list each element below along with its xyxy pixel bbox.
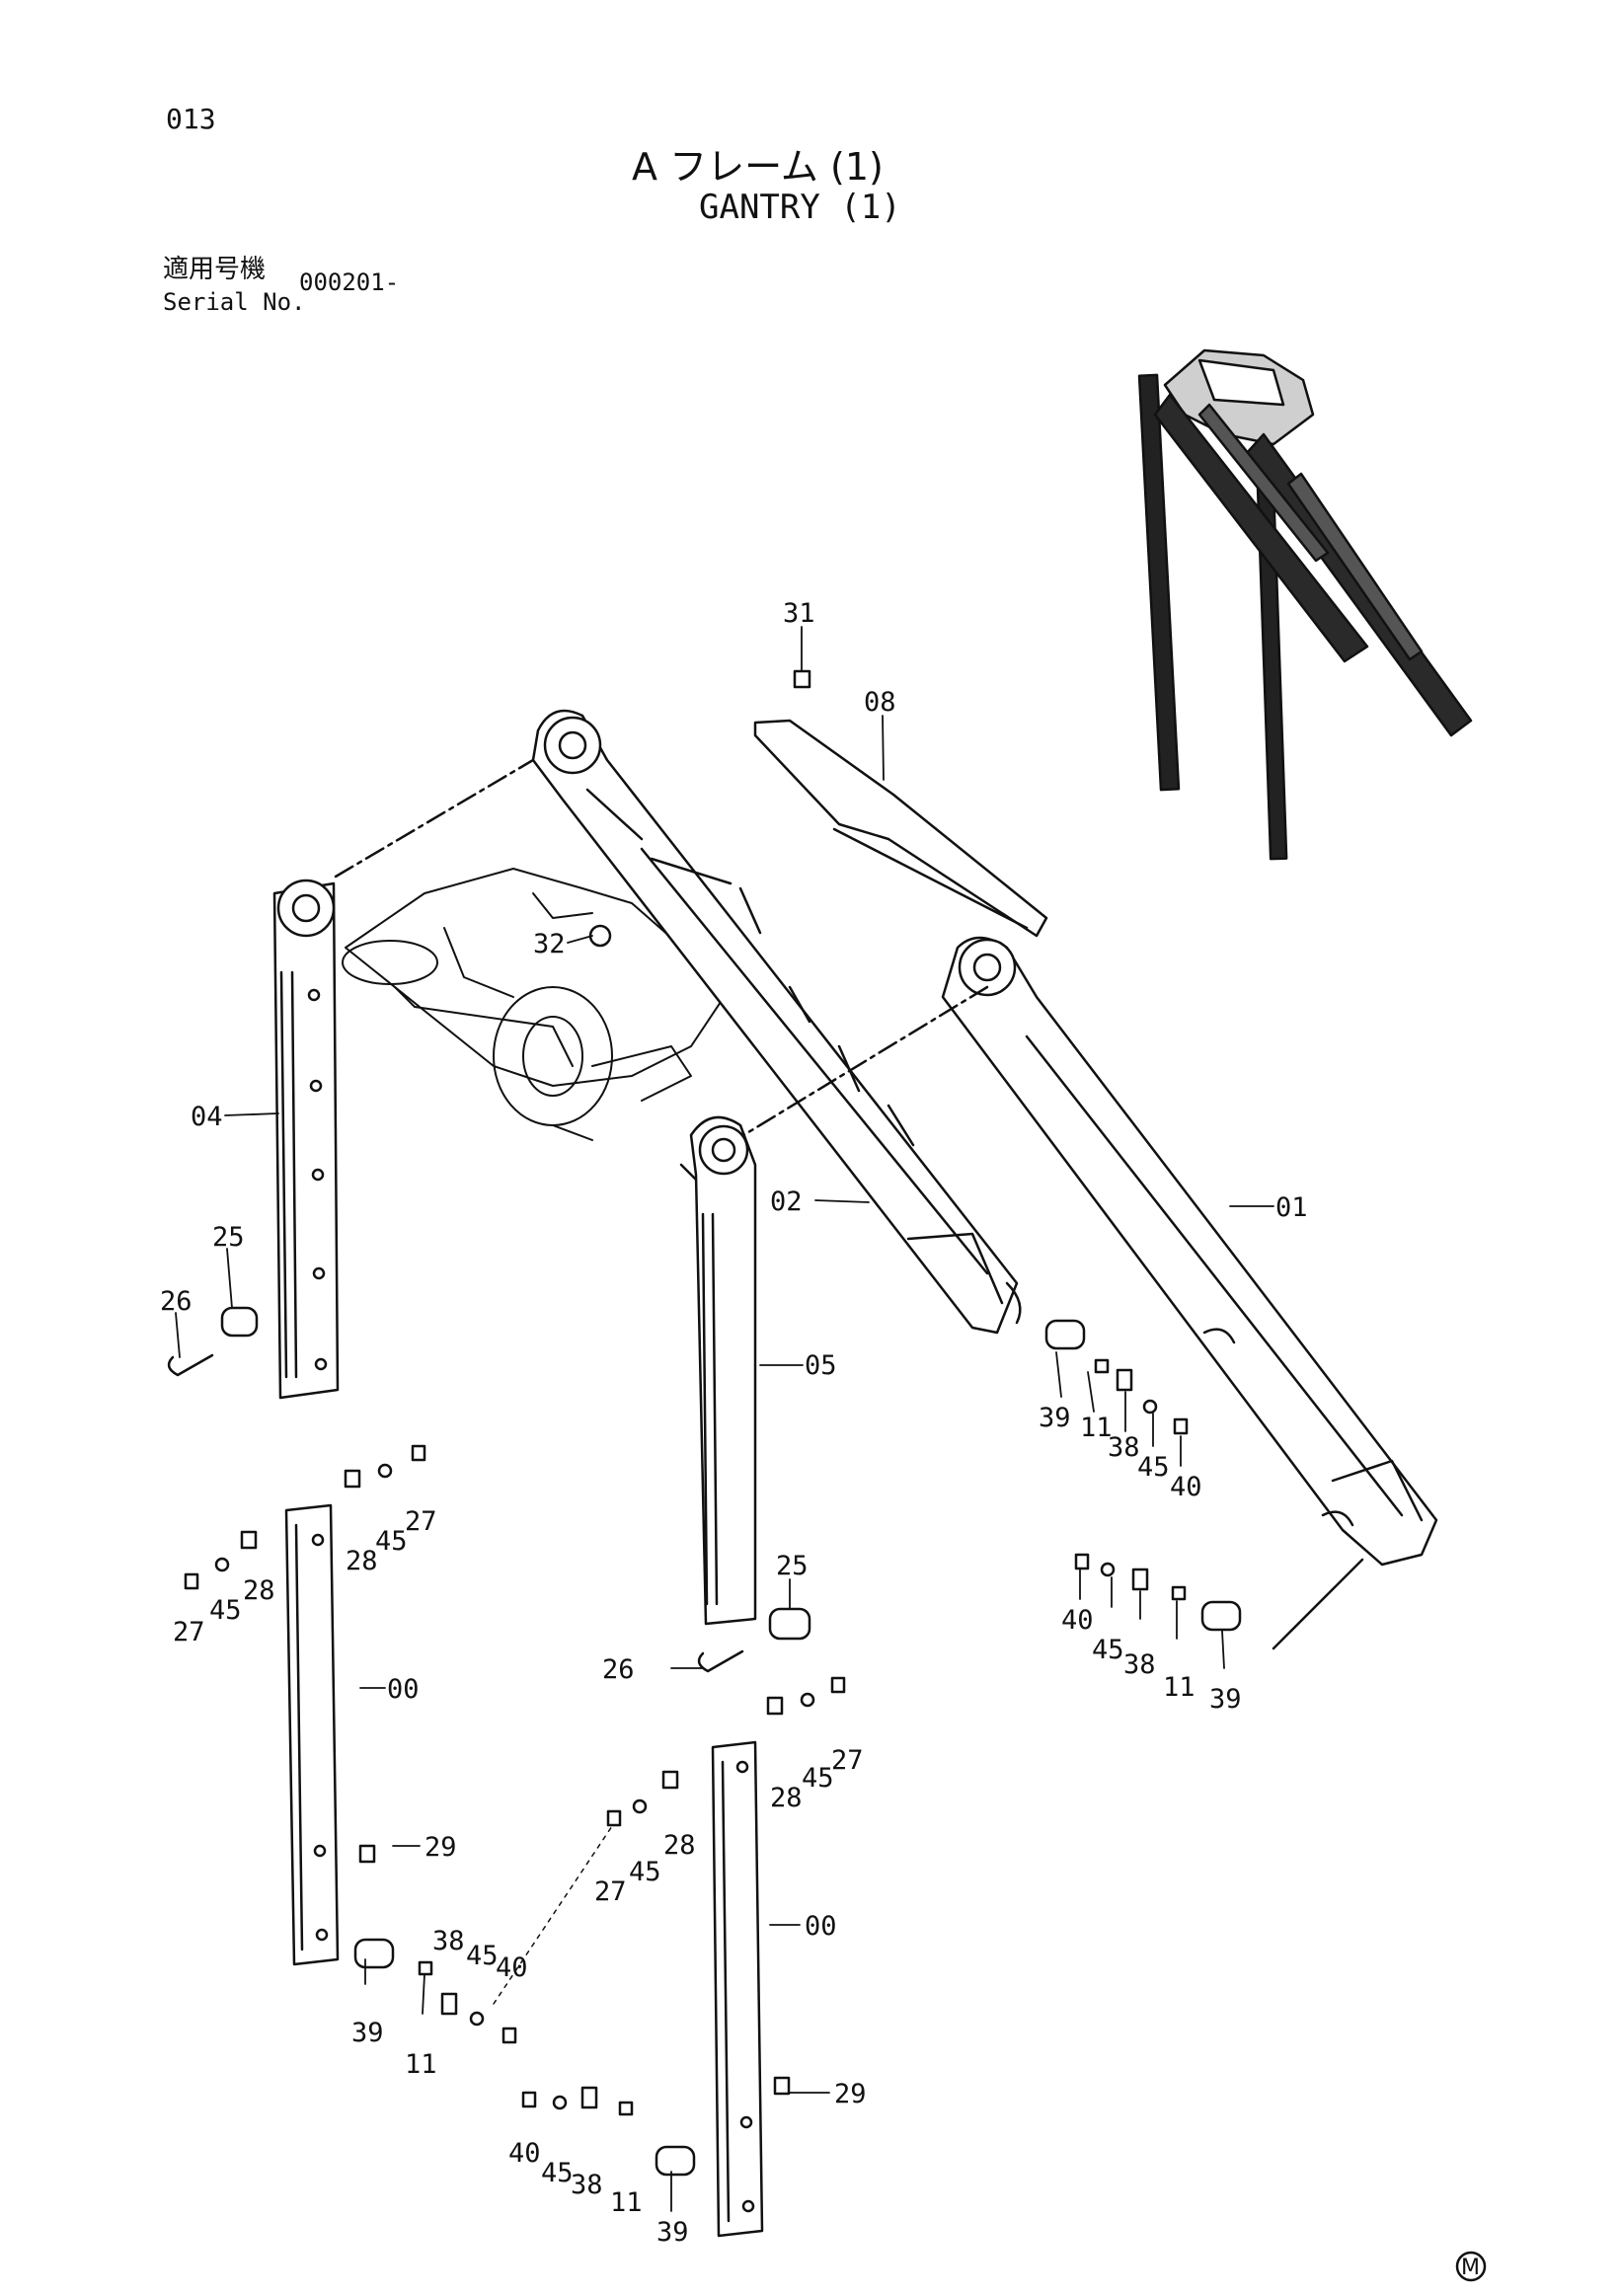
callout-40: 40 [1061, 1605, 1094, 1636]
callout-40: 40 [496, 1952, 528, 1983]
callout-25: 25 [212, 1222, 245, 1253]
part-04-link [272, 758, 535, 1400]
connector-dashed [493, 1825, 613, 2005]
callout-45: 45 [541, 2158, 574, 2188]
callout-01: 01 [1275, 1192, 1308, 1223]
callout-11: 11 [610, 2187, 643, 2218]
callout-40: 40 [508, 2138, 541, 2169]
callout-05: 05 [805, 1350, 837, 1381]
callout-labels: 31 08 32 04 02 01 25 26 05 39 11 38 45 4… [160, 598, 1308, 2248]
callout-25: 25 [776, 1551, 809, 1581]
title-japanese: A フレーム (1) [632, 145, 884, 189]
page-number: 013 [166, 103, 216, 135]
part-00-link-right [711, 1740, 764, 2238]
callout-45: 45 [629, 1857, 661, 1887]
m-mark-circle [1455, 2251, 1487, 2282]
part-01-strut [733, 936, 1438, 1650]
callout-02: 02 [770, 1186, 803, 1217]
callout-00: 00 [387, 1674, 420, 1705]
part-00-link-left [284, 1503, 340, 1966]
callout-45: 45 [375, 1526, 408, 1557]
assembly-thumbnail [1137, 348, 1473, 861]
callout-45: 45 [1092, 1635, 1124, 1665]
part-02-strut [531, 709, 1022, 1335]
callout-45: 45 [1137, 1452, 1170, 1483]
callout-45: 45 [802, 1763, 834, 1794]
callout-28: 28 [346, 1546, 378, 1576]
callout-45: 45 [466, 1941, 499, 1971]
callout-00: 00 [805, 1911, 837, 1942]
callout-39: 39 [1039, 1403, 1071, 1433]
callout-40: 40 [1170, 1472, 1202, 1502]
callout-38: 38 [1123, 1649, 1156, 1680]
title-english: GANTRY (1) [699, 188, 901, 227]
part-08-plate [753, 719, 1048, 938]
callout-29: 29 [834, 2079, 867, 2109]
callout-27: 27 [405, 1506, 437, 1537]
serial-label-japanese: 適用号機 [163, 255, 267, 284]
serial-number-value: 000201- [299, 268, 400, 296]
callout-27: 27 [173, 1617, 205, 1647]
callout-45: 45 [209, 1595, 242, 1626]
callout-28: 28 [663, 1830, 696, 1861]
callout-31: 31 [783, 598, 815, 629]
callout-27: 27 [831, 1745, 864, 1776]
hardware-pins [167, 669, 1242, 2177]
callout-04: 04 [191, 1102, 223, 1132]
callout-38: 38 [1108, 1432, 1140, 1463]
callout-11: 11 [1163, 1672, 1196, 1703]
callout-32: 32 [533, 929, 566, 959]
callout-11: 11 [1080, 1413, 1113, 1443]
callout-39: 39 [656, 2217, 689, 2248]
callout-27: 27 [594, 1876, 627, 1907]
leader-lines [175, 626, 1274, 2212]
callout-39: 39 [1209, 1684, 1242, 1715]
mounting-bracket [342, 868, 732, 1141]
callout-26: 26 [160, 1286, 193, 1317]
callout-28: 28 [243, 1575, 275, 1606]
callout-26: 26 [602, 1654, 635, 1685]
callout-29: 29 [424, 1832, 457, 1863]
callout-11: 11 [405, 2049, 437, 2080]
callout-38: 38 [571, 2170, 603, 2200]
callout-39: 39 [351, 2018, 384, 2048]
callout-08: 08 [864, 687, 896, 718]
callout-38: 38 [432, 1926, 465, 1956]
footer-mark: M [1461, 2256, 1480, 2280]
part-05-link [679, 1115, 757, 1626]
serial-label-english: Serial No. [163, 288, 306, 316]
callout-28: 28 [770, 1783, 803, 1813]
